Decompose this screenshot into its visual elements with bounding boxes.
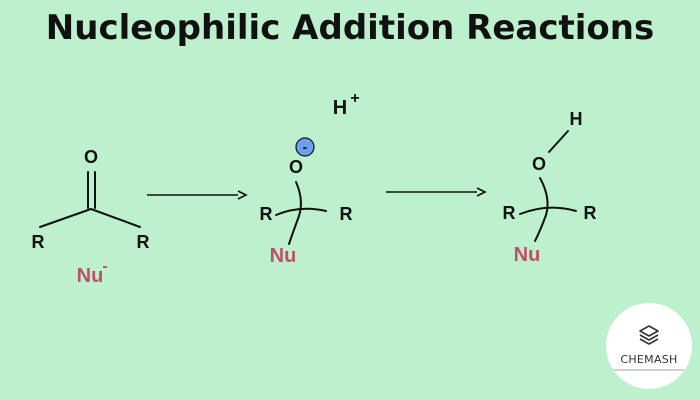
product-hydrogen-label: H: [570, 109, 583, 129]
diagram-title: Nucleophilic Addition Reactions: [45, 8, 655, 48]
logo-tagline-decoration: [614, 369, 684, 371]
logo-brand-name: CHEMASH: [620, 353, 678, 366]
product-bond-oxygen-nu: [534, 177, 549, 242]
oxygen-negative-charge-badge: [295, 137, 315, 157]
reactant-oxygen-label: O: [84, 147, 98, 167]
reactant-carbonyl: [39, 171, 141, 228]
carbonyl-bond-right: [90, 208, 141, 228]
intermediate-oxygen-charge: -: [303, 139, 308, 155]
product-r-left-label: R: [503, 203, 516, 223]
chemash-logo[interactable]: CHEMASH: [606, 303, 692, 389]
intermediate-bond-oxygen-nu: [288, 181, 302, 245]
reaction-arrow-1: [147, 190, 248, 200]
stacked-layers-icon: [639, 325, 659, 345]
product-nucleophile-label: Nu: [514, 244, 541, 266]
intermediate-r-right-label: R: [340, 204, 353, 224]
reactant-nucleophile-label: Nu: [77, 265, 104, 287]
product-bond-r-r: [519, 206, 577, 215]
product-oxygen-label: O: [532, 154, 546, 174]
product-bonds: [519, 130, 577, 242]
intermediate-oxygen-label: O: [289, 157, 303, 177]
reaction-arrow-2: [386, 187, 487, 197]
intermediate-r-left-label: R: [260, 204, 273, 224]
product-r-right-label: R: [584, 203, 597, 223]
reactant-r-left-label: R: [32, 232, 45, 252]
carbonyl-bond-left: [39, 208, 92, 228]
intermediate-nucleophile-label: Nu: [270, 245, 297, 267]
intermediate-proton-label: H: [333, 97, 347, 119]
intermediate-bond-r-r: [275, 207, 327, 216]
reactant-nucleophile-charge: -: [102, 258, 107, 275]
intermediate-proton-charge: +: [350, 90, 359, 107]
intermediate-bonds: [275, 181, 327, 245]
reactant-r-right-label: R: [137, 232, 150, 252]
product-bond-oxygen-hydrogen: [548, 130, 569, 153]
